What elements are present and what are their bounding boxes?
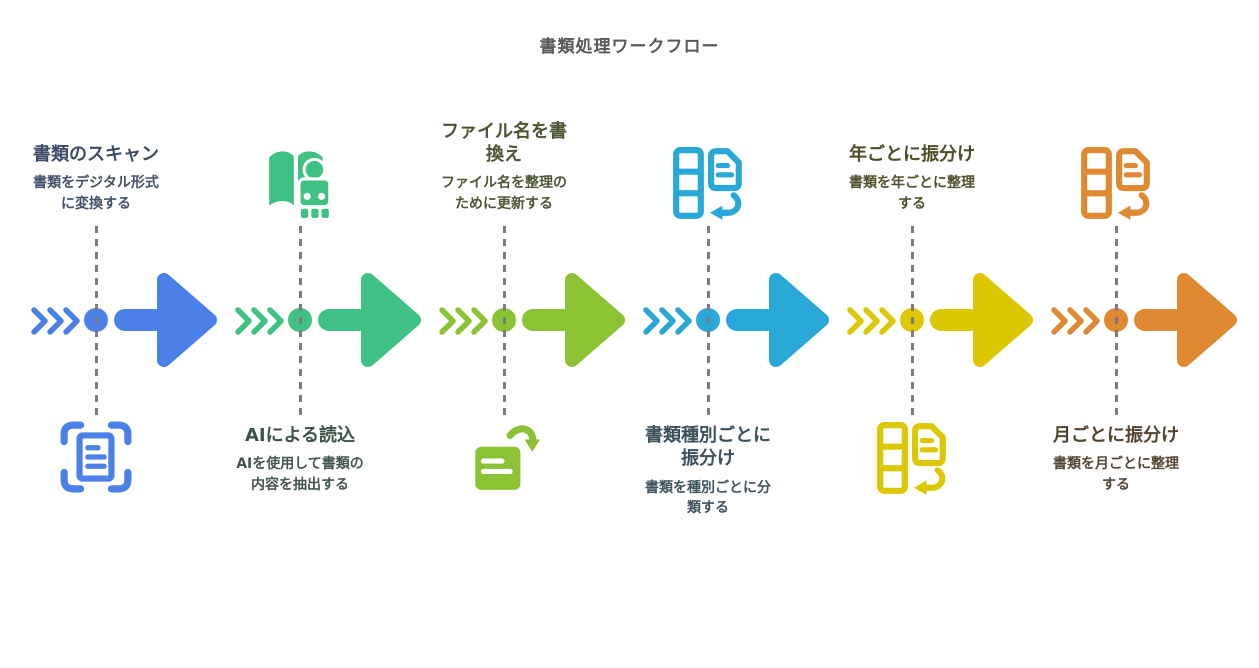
- step-sort-by-month: 月ごとに振分け 書類を月ごとに整理 する: [1021, 0, 1237, 668]
- arrow-icon: [114, 273, 217, 367]
- step-description: AIを使用して書類の 内容を抽出する: [236, 456, 364, 493]
- chevrons-icon: [31, 307, 80, 335]
- dashed-connector-line: [1114, 226, 1118, 416]
- dashed-connector-line: [298, 226, 302, 416]
- step-label: 書類のスキャン 書類をデジタル形式 に変換する: [1, 108, 191, 214]
- chevrons-icon: [847, 307, 896, 335]
- step-title: 書類種別ごとに 振分け: [645, 425, 771, 470]
- chevrons-icon: [235, 307, 284, 335]
- dashed-connector-line: [910, 226, 914, 416]
- step-label: AIによる読込 AIを使用して書類の 内容を抽出する: [205, 424, 395, 495]
- sort-documents-icon: [613, 145, 803, 223]
- step-description: 書類を年ごとに整理 する: [849, 175, 975, 212]
- step-title: 書類のスキャン: [33, 144, 159, 166]
- step-description: 書類を種別ごとに分 類する: [645, 479, 771, 517]
- chevrons-icon: [1051, 307, 1100, 335]
- arrow-icon: [726, 273, 829, 367]
- dashed-connector-line: [94, 226, 98, 416]
- step-document-scan: 書類のスキャン 書類をデジタル形式 に変換する: [1, 0, 217, 668]
- step-description: 書類を月ごとに整理 する: [1053, 456, 1179, 493]
- sort-documents-icon: [1021, 145, 1211, 223]
- arrow-icon: [930, 273, 1033, 367]
- chevrons-icon: [643, 307, 692, 335]
- arrow-icon: [1134, 273, 1237, 367]
- step-description: ファイル名を整理の ために更新する: [441, 175, 567, 212]
- step-title: 月ごとに振分け: [1053, 425, 1179, 446]
- diagram-title: 書類処理ワークフロー: [539, 37, 720, 57]
- step-title: 年ごとに振分け: [849, 144, 975, 166]
- arrow-icon: [318, 273, 421, 367]
- step-label: 書類種別ごとに 振分け 書類を種別ごとに分 類する: [613, 424, 803, 518]
- chevrons-icon: [439, 307, 488, 335]
- rename-file-icon: [409, 420, 599, 494]
- step-sort-by-type: 書類種別ごとに 振分け 書類を種別ごとに分 類する: [613, 0, 829, 668]
- scan-document-icon: [1, 420, 191, 494]
- step-label: 月ごとに振分け 書類を月ごとに整理 する: [1021, 424, 1211, 495]
- step-label: ファイル名を書 換え ファイル名を整理の ために更新する: [409, 108, 599, 214]
- arrow-icon: [522, 273, 625, 367]
- step-rename-file: ファイル名を書 換え ファイル名を整理の ために更新する: [409, 0, 625, 668]
- ai-robot-reading-icon: [205, 145, 395, 219]
- step-title: AIによる読込: [244, 425, 356, 446]
- dashed-connector-line: [706, 226, 710, 416]
- step-label: 年ごとに振分け 書類を年ごとに整理 する: [817, 108, 1007, 214]
- sort-documents-icon: [817, 420, 1007, 498]
- dashed-connector-line: [502, 226, 506, 416]
- step-description: 書類をデジタル形式 に変換する: [33, 175, 159, 212]
- step-ai-reading: AIによる読込 AIを使用して書類の 内容を抽出する: [205, 0, 421, 668]
- step-sort-by-year: 年ごとに振分け 書類を年ごとに整理 する: [817, 0, 1033, 668]
- step-title: ファイル名を書 換え: [441, 120, 567, 166]
